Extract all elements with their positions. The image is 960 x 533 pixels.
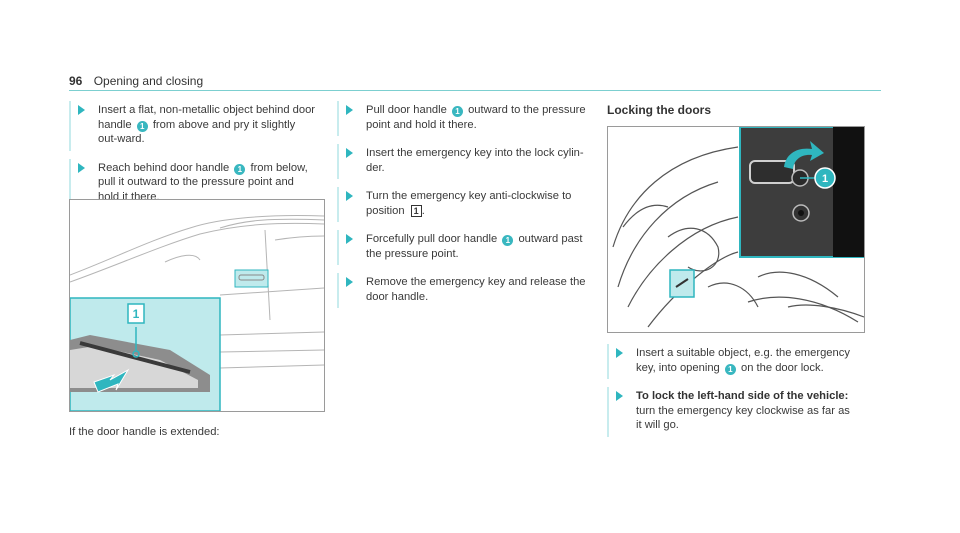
step-arrow-icon xyxy=(78,162,85,173)
page-section-title: Opening and closing xyxy=(93,74,204,88)
right-column: Insert a suitable object, e.g. the emerg… xyxy=(607,344,863,445)
step-text: Remove the emergency key and release the… xyxy=(366,276,586,303)
door-lock-illustration: 1 xyxy=(612,127,864,328)
step-insert-suitable-object: Insert a suitable object, e.g. the emerg… xyxy=(607,344,863,379)
page-number: 96 xyxy=(69,74,83,88)
step-text: Insert a suitable object, e.g. the emerg… xyxy=(636,347,850,374)
section-heading: Locking the doors xyxy=(607,103,712,117)
step-text: Forcefully pull door handle xyxy=(366,233,498,245)
header-rule xyxy=(69,90,881,91)
step-force-pull: Forcefully pull door handle 1 outward pa… xyxy=(337,230,593,265)
callout-badge: 1 xyxy=(136,120,148,132)
step-arrow-icon xyxy=(616,391,623,401)
middle-column: Pull door handle 1 outward to the pressu… xyxy=(337,101,593,316)
step-remove-key: Remove the emergency key and release the… xyxy=(337,273,593,308)
step-turn-key: Turn the emergency key anti-clockwise to… xyxy=(337,187,593,222)
figure-callout-label: 1 xyxy=(133,307,140,321)
callout-badge: 1 xyxy=(724,363,736,375)
left-column: Insert a flat, non-metallic object behin… xyxy=(69,101,323,216)
step-bold-label: To lock the left-hand side of the vehicl… xyxy=(636,390,849,402)
step-arrow-icon xyxy=(346,234,353,244)
step-text: from below, pull it outward to the press… xyxy=(98,161,308,203)
page-header: 96 Opening and closing xyxy=(69,74,203,88)
step-arrow-icon xyxy=(346,148,353,158)
step-text: Turn the emergency key anti-clockwise to… xyxy=(366,190,572,217)
step-lock-left-side: To lock the left-hand side of the vehicl… xyxy=(607,387,863,437)
position-key-label: 1 xyxy=(410,204,422,217)
step-reach-behind: Reach behind door handle 1 from below, p… xyxy=(69,158,323,208)
step-text: Insert a flat, non-metallic object behin… xyxy=(98,104,316,131)
step-insert-object: Insert a flat, non-metallic object behin… xyxy=(69,101,323,151)
door-lock-figure: 1 xyxy=(607,126,865,333)
callout-badge: 1 xyxy=(451,106,463,117)
step-text: Pull door handle xyxy=(366,104,447,116)
step-pull-handle: Pull door handle 1 outward to the pressu… xyxy=(337,101,593,136)
step-insert-key: Insert the emergency key into the lock c… xyxy=(337,144,593,179)
callout-badge: 1 xyxy=(234,163,246,175)
figure-callout-label: 1 xyxy=(822,173,828,185)
figure-caption: If the door handle is extended: xyxy=(69,426,220,438)
step-text: outward to the pressure point and hold i… xyxy=(366,104,586,131)
step-text: Insert the emergency key into the lock c… xyxy=(366,147,584,174)
step-text: on the door lock. xyxy=(740,361,824,374)
callout-badge: 1 xyxy=(502,235,514,246)
step-arrow-icon xyxy=(346,105,353,115)
step-arrow-icon xyxy=(346,277,353,287)
step-text: outward past the pressure point. xyxy=(366,233,583,260)
step-text: from above and pry it slightly out-ward. xyxy=(98,118,296,146)
car-side-illustration: 1 xyxy=(70,215,324,411)
step-arrow-icon xyxy=(346,191,353,201)
step-arrow-icon xyxy=(616,348,623,358)
step-arrow-icon xyxy=(78,105,85,115)
door-handle-figure: 1 xyxy=(69,199,325,412)
step-text: Reach behind door handle xyxy=(98,161,230,174)
step-text: turn the emergency key clockwise as far … xyxy=(636,404,850,432)
